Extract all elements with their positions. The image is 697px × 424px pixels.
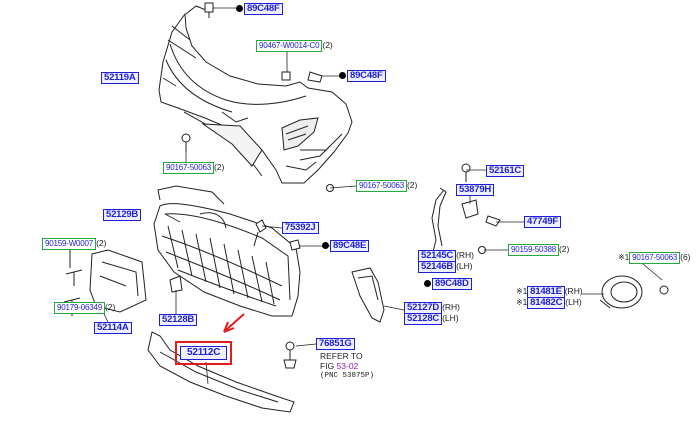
callout-90167-50063-b[interactable]: 90167-50063(2) bbox=[356, 180, 417, 192]
refer-to-note: REFER TO FIG 53-02 (PNC 53875P) bbox=[320, 351, 375, 380]
bumper-cover-upper bbox=[158, 5, 353, 184]
radiator-grille bbox=[153, 185, 301, 317]
callout-52128c[interactable]: 52128C(LH) bbox=[404, 313, 459, 325]
mark-dot-icon bbox=[322, 241, 329, 249]
callout-89c48e[interactable]: 89C48E bbox=[322, 240, 370, 252]
callout-52145c[interactable]: 52145C(RH) bbox=[418, 250, 474, 262]
callout-47749f[interactable]: 47749F bbox=[524, 216, 562, 228]
callout-53879h[interactable]: 53879H bbox=[456, 184, 495, 196]
fog-lamp-cover bbox=[351, 267, 385, 323]
side-support-bracket bbox=[427, 187, 447, 257]
mark-dot-icon bbox=[236, 4, 243, 12]
callout-52112c[interactable]: 52112C bbox=[174, 341, 233, 365]
callout-90167-50063-a[interactable]: 90167-50063(2) bbox=[163, 162, 224, 174]
callout-75392j[interactable]: 75392J bbox=[282, 222, 319, 234]
callout-89c48d[interactable]: 89C48D bbox=[424, 278, 472, 290]
callout-89c48f-mid[interactable]: 89C48F bbox=[339, 70, 386, 82]
callout-90467-w0014-c0[interactable]: 90467-W0014-C0(2) bbox=[256, 40, 333, 52]
callout-52129b[interactable]: 52129B bbox=[103, 209, 142, 221]
callout-90159-w0007[interactable]: 90159-W0007(2) bbox=[42, 238, 106, 250]
callout-90179-06349[interactable]: 90179-06349(2) bbox=[54, 302, 115, 314]
callout-76851g[interactable]: 76851G bbox=[316, 338, 355, 350]
license-plate-bracket bbox=[63, 249, 147, 316]
callout-52114a[interactable]: 52114A bbox=[94, 322, 132, 334]
mark-dot-icon bbox=[339, 71, 346, 79]
mark-dot-icon bbox=[424, 279, 431, 287]
fig-link[interactable]: 53-02 bbox=[336, 361, 359, 371]
fog-lamp-ring bbox=[599, 275, 643, 309]
callout-89c48f-top[interactable]: 89C48F bbox=[236, 3, 283, 15]
callout-52161c[interactable]: 52161C bbox=[486, 165, 525, 177]
callout-90159-50388[interactable]: 90159-50388(2) bbox=[508, 244, 569, 256]
highlight-arrow bbox=[223, 313, 245, 333]
fasteners bbox=[169, 2, 669, 369]
lower-bumper-spoiler bbox=[147, 331, 295, 413]
highlighted-part-label[interactable]: 52112C bbox=[174, 341, 233, 365]
callout-52146b[interactable]: 52146B(LH) bbox=[418, 261, 473, 273]
callout-52128b[interactable]: 52128B bbox=[159, 314, 198, 326]
callout-52119a[interactable]: 52119A bbox=[101, 72, 139, 84]
